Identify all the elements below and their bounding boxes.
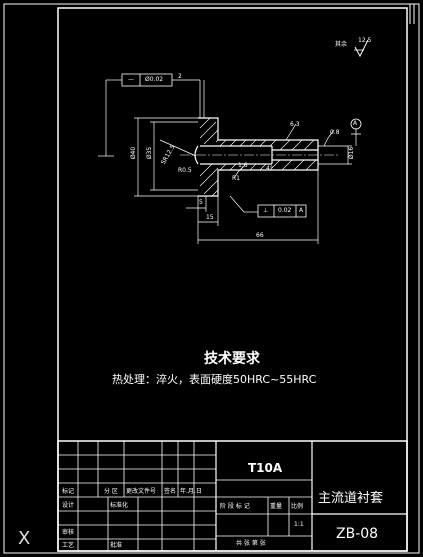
dim-d40: Ø40 <box>130 146 138 160</box>
tolerance-frame-top <box>121 73 173 87</box>
roughness-note: 其余 <box>335 41 348 48</box>
tolerance-top-value: Ø0.02 <box>145 76 164 83</box>
dim-d16: Ø16 <box>348 146 356 160</box>
dim-angle: 4° <box>266 165 273 172</box>
stage-header: 阶 段 标 记 <box>220 503 250 510</box>
approve-label: 批准 <box>110 542 123 549</box>
roughness-3: 1.6 <box>238 162 248 169</box>
tolerance-bottom-datum: A <box>299 207 304 214</box>
sheet-info: 共 张 第 张 <box>236 540 266 547</box>
header-sign: 签名 <box>164 488 177 495</box>
scale-value: 1:1 <box>294 521 304 528</box>
title-block <box>57 440 408 552</box>
header-change-doc: 更改文件号 <box>126 488 157 495</box>
roughness-general-value: 12.5 <box>358 37 372 44</box>
corner-x-mark: X <box>18 528 31 549</box>
part-name: 主流道衬套 <box>318 491 384 506</box>
header-zone: 分 区 <box>104 488 118 495</box>
datum-a-label: A <box>353 120 358 127</box>
dim-66: 66 <box>256 232 264 239</box>
requirements-line: 热处理：淬火，表面硬度50HRC~55HRC <box>112 373 317 386</box>
tolerance-bottom-symbol: ⊥ <box>263 207 269 214</box>
tolerance-top-symbol: — <box>128 76 134 83</box>
std-label: 标准化 <box>110 502 129 509</box>
dim-r05: R0.5 <box>178 167 192 174</box>
outer-frame <box>3 3 420 554</box>
drawing-code: ZB-08 <box>336 526 379 542</box>
weight-header: 重量 <box>270 503 283 510</box>
row-review: 审核 <box>62 529 75 536</box>
roughness-general-icon <box>354 39 369 58</box>
tolerance-top-ref: 2 <box>178 73 182 80</box>
dim-r1: R1 <box>232 175 240 182</box>
dim-5: 5 <box>199 199 203 206</box>
material-label: T10A <box>248 461 283 475</box>
datum-a-marker <box>350 118 362 130</box>
tolerance-frame-bottom <box>257 204 307 218</box>
header-date: 年.月.日 <box>180 488 202 495</box>
section-hatch <box>199 117 317 197</box>
roughness-2: 0.8 <box>330 129 340 136</box>
dim-d35: Ø35 <box>146 146 154 160</box>
roughness-1: 6.3 <box>290 121 300 128</box>
tolerance-bottom-value: 0.02 <box>278 207 292 214</box>
requirements-title: 技术要求 <box>204 351 260 367</box>
header-mark: 标记 <box>62 488 75 495</box>
dimension-lines <box>98 79 357 244</box>
drawing-border <box>57 7 408 552</box>
row-design: 设计 <box>62 502 75 509</box>
dim-15: 15 <box>206 214 214 221</box>
row-process: 工艺 <box>62 542 75 549</box>
scale-header: 比例 <box>291 503 304 510</box>
